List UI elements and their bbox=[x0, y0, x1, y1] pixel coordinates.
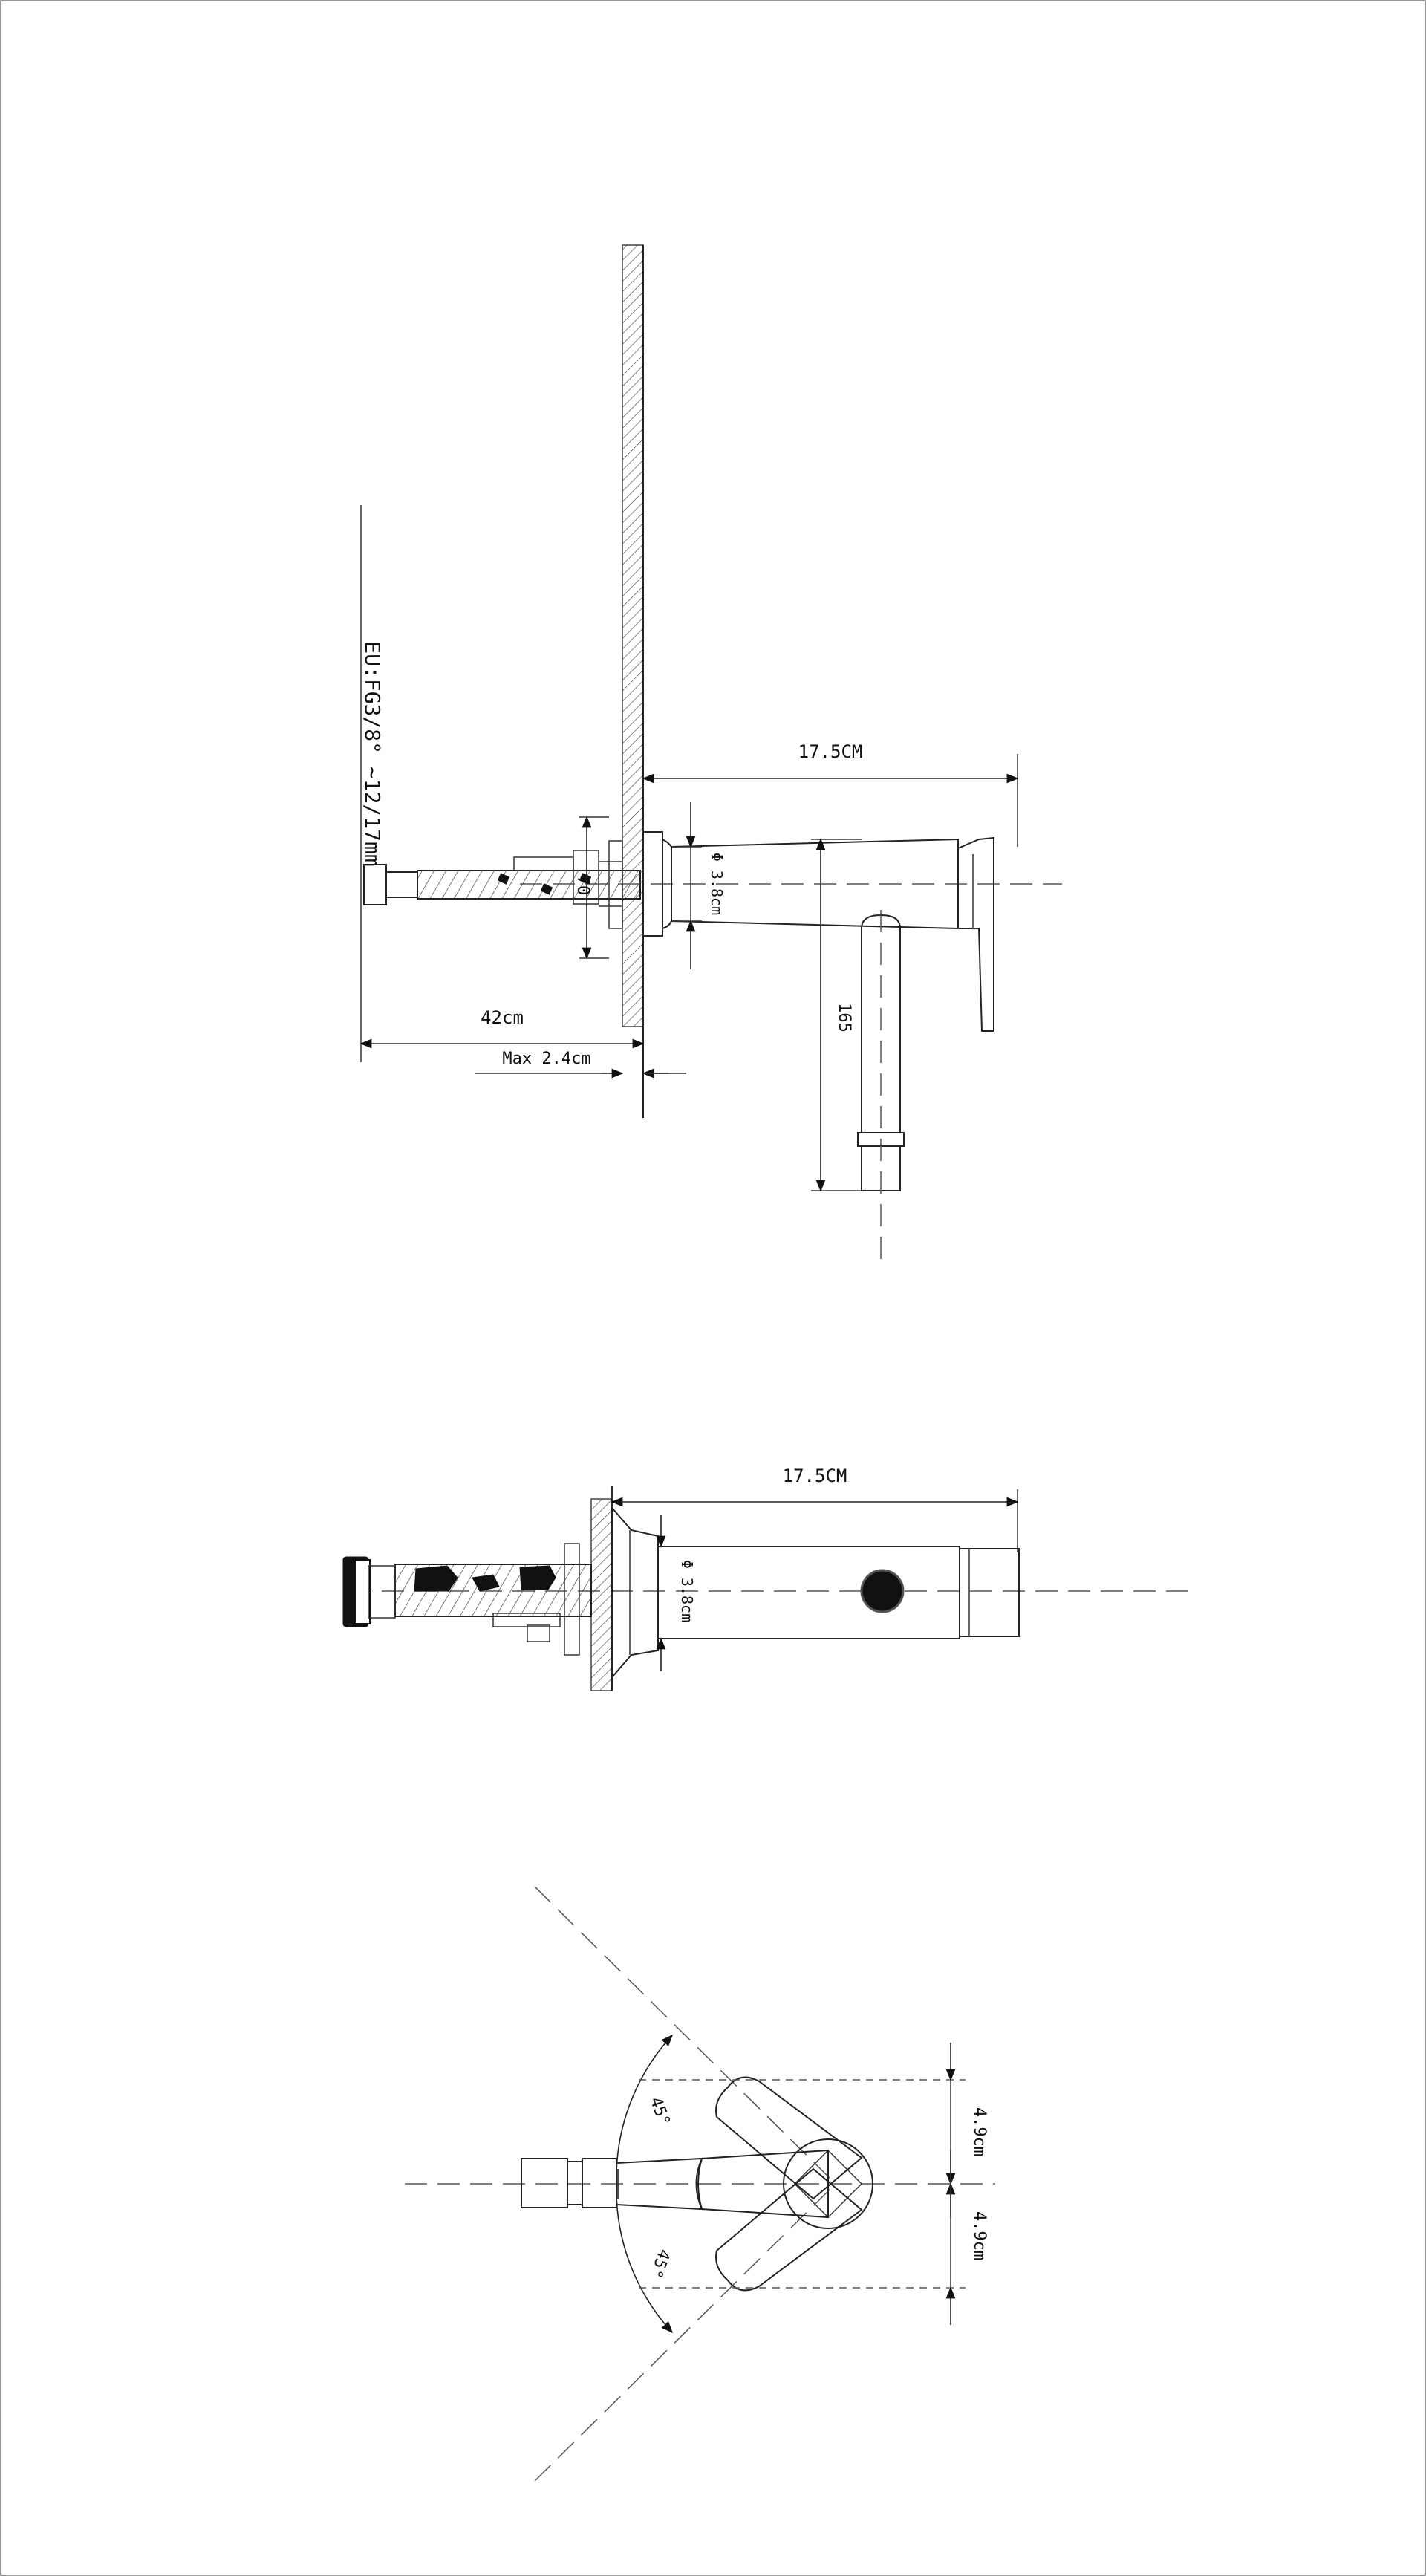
top-view: 17.5CM Φ 3.8cm bbox=[342, 1466, 1196, 1691]
handle-view: 45° 45° 4.9cm 4.9cm bbox=[405, 1886, 995, 2482]
spout bbox=[861, 914, 901, 1133]
side-view: 70 17.5CM Φ 3.8cm 165 42cm bbox=[359, 244, 1062, 1263]
handle-center bbox=[697, 2149, 829, 2219]
handle-lower bbox=[715, 2167, 863, 2292]
angle-upper-label: 45° bbox=[646, 2095, 674, 2129]
side-diameter-label: Φ 3.8cm bbox=[708, 853, 726, 915]
faucet-body bbox=[671, 838, 959, 930]
thread-spec-label: EU:FG3/8° ~12/17mm bbox=[360, 641, 385, 866]
spout-hole bbox=[860, 1569, 905, 1613]
hose-end-nut bbox=[363, 864, 387, 905]
offset-lower-label: 4.9cm bbox=[970, 2211, 989, 2260]
spout-height-label: 165 bbox=[835, 1003, 853, 1032]
angle-lower-label: 45° bbox=[646, 2246, 674, 2280]
handle-pivot bbox=[783, 2138, 873, 2229]
shank-label: 70 bbox=[573, 876, 592, 896]
top-body bbox=[657, 1546, 960, 1639]
wall-max-label: Max 2.4cm bbox=[502, 1050, 590, 1068]
top-length-label: 17.5CM bbox=[783, 1466, 847, 1486]
handle-upper bbox=[715, 2076, 863, 2200]
handle-body bbox=[616, 2157, 703, 2211]
side-length-label: 17.5CM bbox=[798, 741, 863, 762]
hose-length-label: 42cm bbox=[481, 1007, 524, 1028]
top-diameter-label: Φ 3.8cm bbox=[678, 1560, 696, 1622]
lever-handle bbox=[957, 836, 994, 1032]
offset-upper-label: 4.9cm bbox=[970, 2107, 989, 2156]
wall-section bbox=[622, 244, 644, 1027]
top-lever bbox=[959, 1548, 1020, 1637]
braided-hose bbox=[417, 870, 641, 900]
wall-flange bbox=[642, 831, 663, 937]
